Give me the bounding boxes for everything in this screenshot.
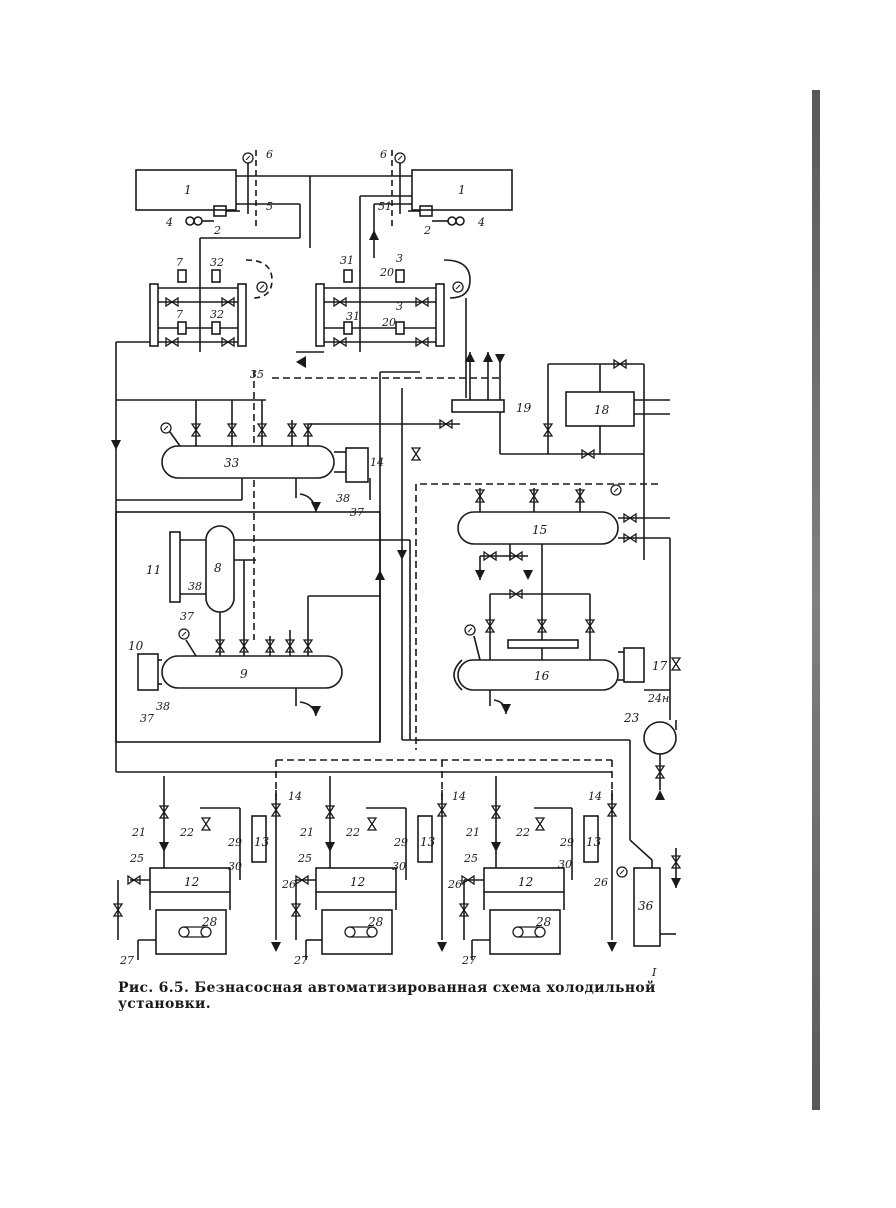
label-22-u3: 22 xyxy=(515,826,530,839)
label-motor-3: 28 xyxy=(535,915,552,929)
label-tank-36: 36 xyxy=(638,899,654,913)
label-level-10: 10 xyxy=(128,639,144,653)
label-14-u2: 14 xyxy=(452,790,466,803)
label-separator-13-2: 13 xyxy=(420,835,436,849)
label-3-top: 3 xyxy=(396,252,403,265)
compressor-unit-2 xyxy=(296,776,442,960)
vessel-9 xyxy=(162,656,342,688)
label-separator-13-1: 13 xyxy=(254,835,270,849)
label-compressor-1: 12 xyxy=(184,875,199,889)
label-6-left: 6 xyxy=(266,148,273,161)
manifold-19 xyxy=(452,400,504,412)
label-vessel-9: 9 xyxy=(240,667,248,681)
label-25-u3: 25 xyxy=(463,852,478,865)
level-17 xyxy=(624,648,644,682)
label-27-u1: 27 xyxy=(119,954,134,967)
label-14-u1: 14 xyxy=(288,790,302,803)
separator-33 xyxy=(162,446,334,478)
label-37-mid: 37 xyxy=(180,610,194,623)
label-6-right: 6 xyxy=(380,148,387,161)
label-motor-2: 28 xyxy=(367,915,384,929)
label-37-top: 37 xyxy=(350,506,364,519)
label-compressor-3: 12 xyxy=(518,875,533,889)
label-38-bottom: 38 xyxy=(156,700,170,713)
label-38-mid: 38 xyxy=(188,580,202,593)
label-38-top: 38 xyxy=(336,492,350,505)
figure-caption: Рис. 6.5. Безнасосная автоматизированная… xyxy=(118,980,678,1012)
label-separator-33: 33 xyxy=(224,456,240,470)
label-14-u3: 14 xyxy=(588,790,602,803)
label-22-u2: 22 xyxy=(345,826,360,839)
label-20-top: 20 xyxy=(379,266,394,279)
label-51: 51 xyxy=(378,200,392,213)
label-14-top: 14 xyxy=(370,456,384,469)
pump-23 xyxy=(644,722,676,754)
page-mark: I xyxy=(651,966,657,979)
label-level-17: 17 xyxy=(652,659,668,673)
label-26-u3: 26 xyxy=(593,876,608,889)
label-vessel-15: 15 xyxy=(532,523,547,537)
label-25-u1: 25 xyxy=(129,852,144,865)
label-condenser-right: 1 xyxy=(458,183,466,197)
compressor-unit-1 xyxy=(118,776,276,960)
label-receiver-8: 8 xyxy=(214,561,222,575)
label-motor-1: 28 xyxy=(201,915,218,929)
label-manifold-19: 19 xyxy=(516,401,532,415)
label-29-u3: 29 xyxy=(559,836,574,849)
label-32-bottom: 32 xyxy=(210,308,224,321)
compressor-unit-3 xyxy=(464,776,612,960)
label-27-u3: 27 xyxy=(461,954,476,967)
label-29-u2: 29 xyxy=(393,836,408,849)
label-21-u1: 21 xyxy=(131,826,146,839)
label-37-bottom: 37 xyxy=(140,712,154,725)
label-21-u3: 21 xyxy=(465,826,480,839)
label-20-bottom: 20 xyxy=(381,316,396,329)
label-32-top: 32 xyxy=(210,256,224,269)
level-10 xyxy=(138,654,158,690)
label-vessel-16: 16 xyxy=(534,669,550,683)
label-27-u2: 27 xyxy=(293,954,308,967)
label-7-top: 7 xyxy=(176,256,183,269)
label-30-u2: 30 xyxy=(392,860,406,873)
label-5: 5 xyxy=(266,200,273,213)
label-26-u1: 26 xyxy=(281,878,296,891)
label-4-left: 4 xyxy=(165,216,173,229)
label-21-u2: 21 xyxy=(299,826,314,839)
label-7-bottom: 7 xyxy=(176,308,183,321)
label-separator-13-3: 13 xyxy=(586,835,602,849)
label-compressor-2: 12 xyxy=(350,875,365,889)
label-condenser-left: 1 xyxy=(184,183,192,197)
label-35: 35 xyxy=(250,368,264,381)
label-31-bottom: 31 xyxy=(346,310,360,323)
level-11 xyxy=(170,532,180,602)
label-level-11: 11 xyxy=(146,563,161,577)
label-22-u1: 22 xyxy=(179,826,194,839)
label-2-right: 2 xyxy=(423,224,431,237)
label-4-right: 4 xyxy=(477,216,485,229)
label-pump-23: 23 xyxy=(623,711,640,725)
label-24: 24н xyxy=(647,692,669,705)
label-3-mid: 3 xyxy=(396,300,403,313)
label-25-u2: 25 xyxy=(297,852,312,865)
label-31-top: 31 xyxy=(340,254,354,267)
label-29-u1: 29 xyxy=(227,836,242,849)
label-unit-18: 18 xyxy=(594,403,610,417)
label-30-u1: 30 xyxy=(228,860,242,873)
label-2-left: 2 xyxy=(213,224,221,237)
label-30-u3: 30 xyxy=(558,858,572,871)
label-26-u2: 26 xyxy=(447,878,462,891)
